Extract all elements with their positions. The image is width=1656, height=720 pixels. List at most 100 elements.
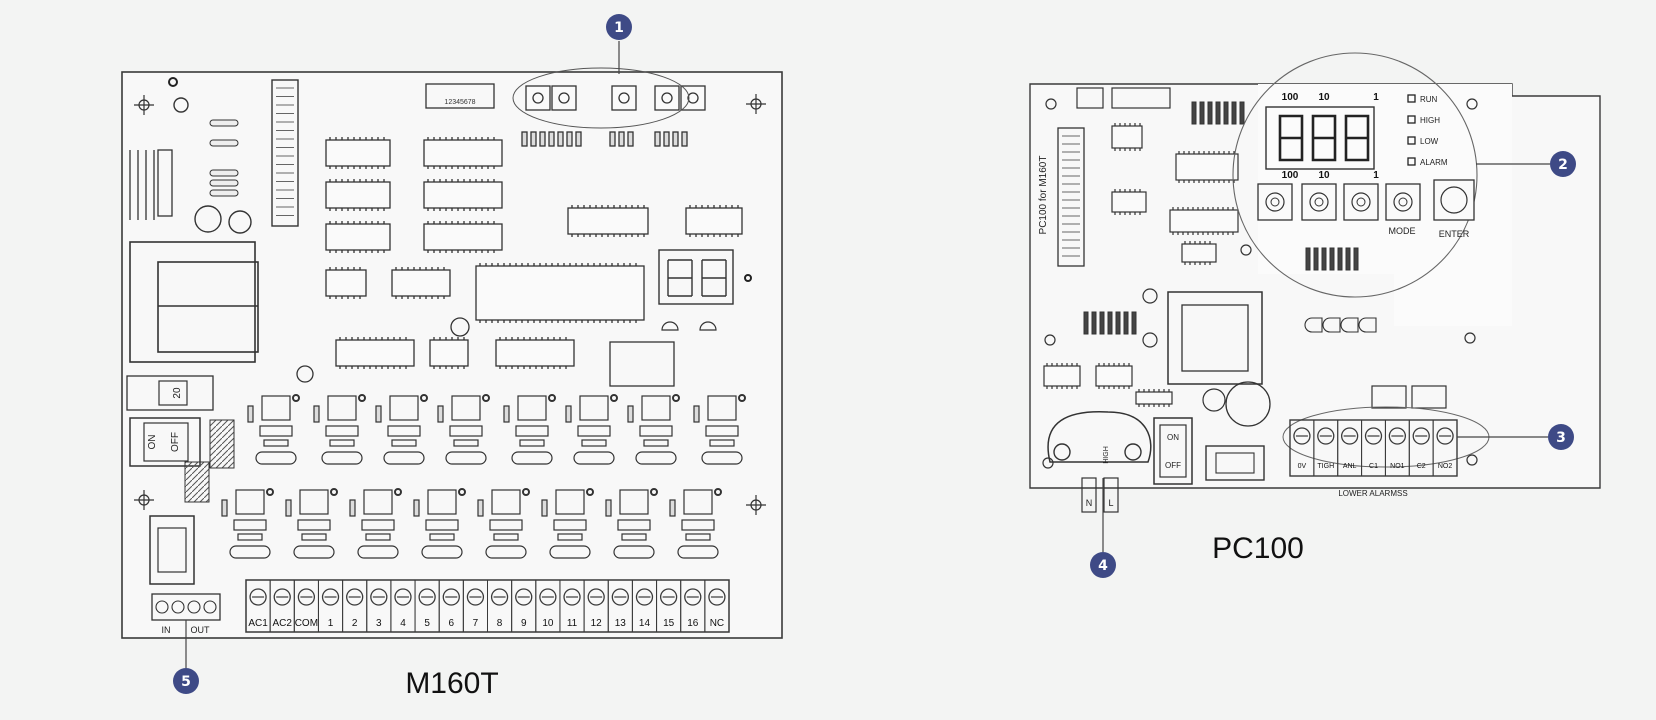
resistor bbox=[1305, 247, 1311, 271]
pc100-terminal-label: C1 bbox=[1369, 463, 1378, 470]
relay bbox=[427, 489, 457, 515]
ic-chip bbox=[1181, 243, 1217, 263]
resistor bbox=[1215, 101, 1221, 125]
m160t-terminal-label: 12 bbox=[591, 618, 603, 629]
resistor bbox=[1239, 101, 1245, 125]
ic-chip bbox=[685, 207, 743, 235]
resistor bbox=[654, 131, 661, 147]
resistor bbox=[1321, 247, 1327, 271]
terminal-screw bbox=[466, 588, 485, 606]
m160t-terminal-label: NC bbox=[710, 618, 724, 629]
terminal-screw bbox=[1317, 427, 1335, 445]
resistor bbox=[548, 131, 555, 147]
terminal-screw bbox=[273, 588, 291, 606]
led-indicator bbox=[1407, 157, 1416, 166]
m160t-dip-label: 12345678 bbox=[444, 99, 475, 106]
resistor bbox=[1123, 311, 1129, 335]
m160t-terminal-label: 15 bbox=[663, 618, 675, 629]
pc100-plug-l: L bbox=[1108, 498, 1113, 508]
terminal-screw bbox=[708, 588, 726, 606]
enter-button bbox=[1433, 179, 1475, 221]
led-indicator bbox=[1407, 115, 1416, 124]
ic-chip bbox=[423, 223, 503, 251]
terminal-screw bbox=[515, 588, 533, 606]
resistor bbox=[1313, 247, 1319, 271]
resistor bbox=[1231, 101, 1237, 125]
resistor bbox=[1199, 101, 1205, 125]
ic-chip bbox=[325, 223, 391, 251]
potentiometer bbox=[611, 85, 637, 111]
terminal-screw bbox=[394, 588, 412, 606]
resistor bbox=[209, 139, 239, 147]
callout-5-number: 5 bbox=[181, 674, 191, 690]
callout-2-badge bbox=[1550, 151, 1576, 177]
terminal-screw bbox=[155, 600, 169, 614]
potentiometer bbox=[680, 85, 706, 111]
relay bbox=[235, 489, 265, 515]
terminal-screw bbox=[171, 600, 185, 614]
led-indicator bbox=[1407, 94, 1416, 103]
ic-chip bbox=[325, 269, 367, 297]
digit-label: 1 bbox=[1373, 92, 1379, 103]
resistor bbox=[1353, 247, 1359, 271]
relay bbox=[491, 489, 521, 515]
resistor bbox=[521, 131, 528, 147]
ic-chip bbox=[391, 269, 451, 297]
m160t-terminal-label: COM bbox=[295, 618, 318, 629]
pc100-caption: PC100 bbox=[1212, 532, 1304, 565]
m160t-terminal-label: AC2 bbox=[272, 618, 292, 629]
resistor bbox=[557, 131, 564, 147]
terminal-screw bbox=[1412, 427, 1430, 445]
ic-chip bbox=[1111, 125, 1143, 149]
ic-chip bbox=[429, 339, 469, 367]
m160t-terminal-label: 2 bbox=[352, 618, 358, 629]
resistor bbox=[672, 131, 679, 147]
ic-chip bbox=[423, 139, 503, 167]
m160t-switch-off: OFF bbox=[170, 432, 181, 452]
callout-4-badge bbox=[1090, 552, 1116, 578]
callout-1-number: 1 bbox=[614, 20, 624, 36]
pc100-terminal-label: C2 bbox=[1417, 463, 1426, 470]
m160t-terminal-label: AC1 bbox=[248, 618, 268, 629]
seven-segment-digit bbox=[701, 259, 727, 297]
resistor bbox=[1091, 311, 1097, 335]
m160t-terminal-label: 11 bbox=[567, 618, 578, 629]
m160t-terminal-label: 6 bbox=[448, 618, 454, 629]
resistor bbox=[539, 131, 546, 147]
terminal-screw bbox=[370, 588, 388, 606]
m160t-terminal-label: 10 bbox=[542, 618, 554, 629]
m160t-terminal-label: 5 bbox=[424, 618, 430, 629]
resistor bbox=[1099, 311, 1105, 335]
seven-segment-digit bbox=[667, 259, 693, 297]
ic-chip bbox=[475, 265, 645, 321]
potentiometer bbox=[551, 85, 577, 111]
resistor bbox=[627, 131, 634, 147]
relay bbox=[327, 395, 357, 421]
m160t-relay-label: 20 bbox=[172, 387, 183, 399]
m160t-terminal-label: 3 bbox=[376, 618, 382, 629]
callout-3-badge bbox=[1548, 424, 1574, 450]
relay bbox=[641, 395, 671, 421]
terminal-screw bbox=[1436, 427, 1454, 445]
ic-chip bbox=[1175, 153, 1239, 181]
pc100-terminal-label: 0V bbox=[1298, 463, 1307, 470]
led-label: ALARM bbox=[1420, 158, 1448, 167]
relay bbox=[555, 489, 585, 515]
resistor bbox=[1207, 101, 1213, 125]
terminal-screw bbox=[418, 588, 436, 606]
terminal-screw bbox=[659, 588, 678, 606]
resistor bbox=[1083, 311, 1089, 335]
terminal-screw bbox=[346, 588, 364, 606]
terminal-screw bbox=[563, 588, 581, 606]
digit-label: 100 bbox=[1282, 170, 1299, 181]
pc100-transformer-label: HIGH bbox=[1103, 446, 1110, 464]
m160t-terminal-label: 8 bbox=[497, 618, 503, 629]
resistor bbox=[1337, 247, 1343, 271]
resistor bbox=[609, 131, 616, 147]
m160t-terminal-label: 9 bbox=[521, 618, 527, 629]
led-indicator bbox=[1407, 136, 1416, 145]
resistor bbox=[1107, 311, 1113, 335]
resistor bbox=[1329, 247, 1335, 271]
pc100-switch-off: OFF bbox=[1165, 461, 1181, 470]
